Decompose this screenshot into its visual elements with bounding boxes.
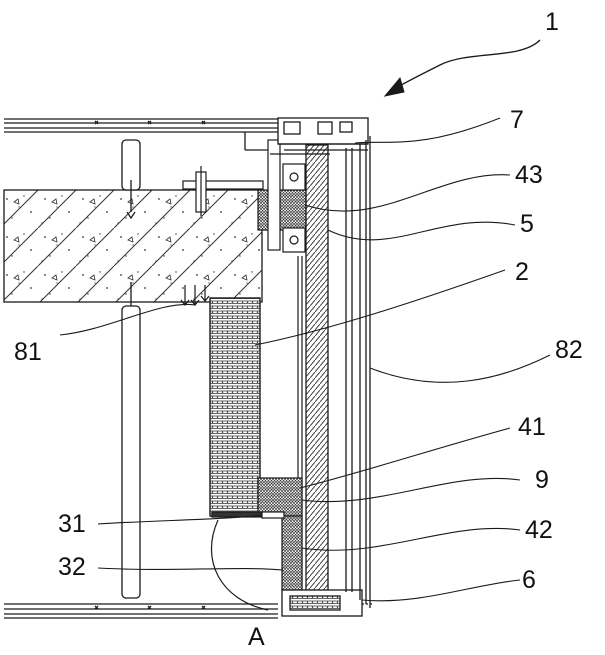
label-82: 82 [555, 336, 583, 364]
block-41 [258, 478, 302, 516]
block-43 [258, 190, 306, 230]
top-profile [4, 119, 278, 150]
label-41: 41 [518, 413, 546, 441]
label-a: A [248, 623, 265, 651]
leader-43 [305, 175, 510, 211]
label-1: 1 [545, 8, 559, 36]
bottom-profile [4, 604, 278, 618]
leader-9 [302, 478, 520, 501]
vertical-tube-lower [122, 282, 140, 598]
label-9: 9 [535, 466, 549, 494]
glass-82 [346, 136, 370, 608]
leader-42 [302, 528, 520, 550]
label-7: 7 [510, 106, 524, 134]
label-6: 6 [522, 566, 536, 594]
part-31-32 [212, 512, 284, 518]
label-42: 42 [525, 516, 553, 544]
label-32: 32 [58, 553, 86, 581]
label-81: 81 [14, 338, 42, 366]
leader-2 [255, 270, 505, 345]
label-43: 43 [515, 161, 543, 189]
block-42 [282, 516, 302, 591]
insulation-2 [210, 298, 260, 516]
label-31: 31 [58, 510, 86, 538]
leader-6 [362, 580, 520, 601]
concrete-slab [4, 190, 262, 302]
arrow-1 [385, 40, 540, 96]
leader-82 [370, 355, 550, 382]
detail-circle-a [211, 520, 268, 610]
bottom-cap-6 [282, 590, 372, 616]
leader-7 [355, 118, 500, 143]
leader-5 [328, 222, 515, 240]
panel-5 [306, 145, 328, 605]
label-2: 2 [515, 258, 529, 286]
label-5: 5 [520, 210, 534, 238]
